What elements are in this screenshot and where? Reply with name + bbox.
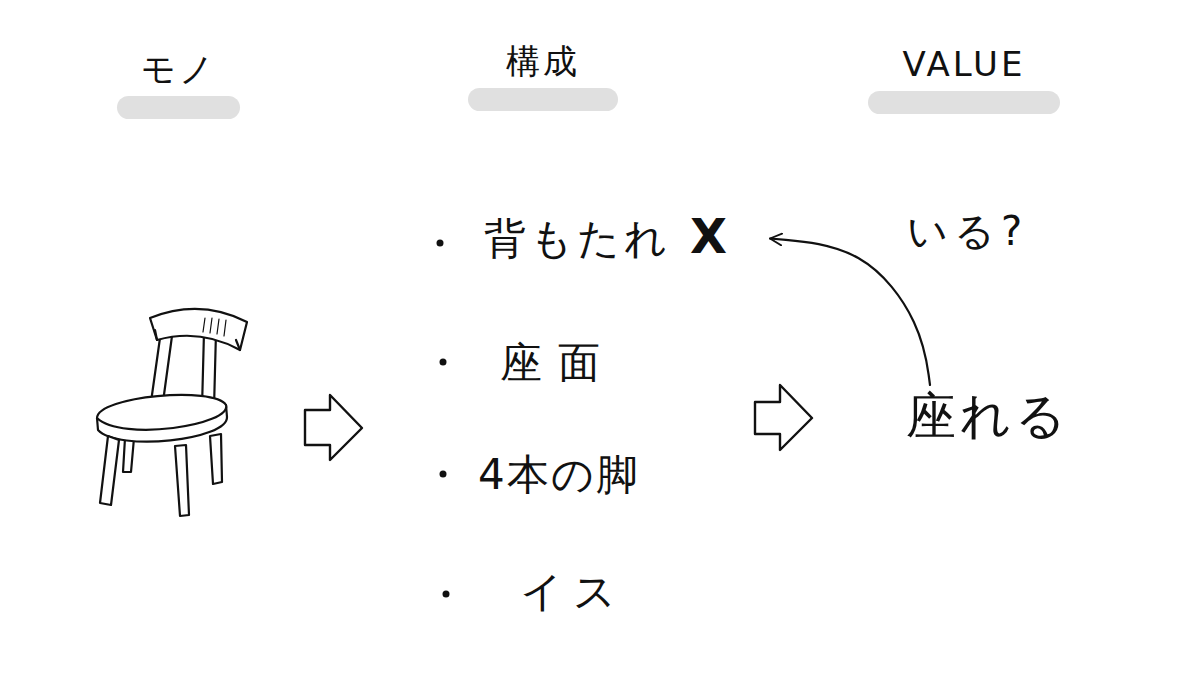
- curved-arrow: [770, 239, 930, 386]
- part-item: イス: [520, 565, 626, 618]
- chair-texture: [203, 318, 226, 336]
- chair-leg: [123, 438, 134, 472]
- chair-illustration: [97, 309, 247, 516]
- bullet-dot: [440, 359, 447, 366]
- chair-backrest: [150, 309, 247, 350]
- chair-leg: [100, 436, 119, 505]
- block-arrow: [305, 395, 362, 460]
- column-heading: VALUE: [878, 43, 1050, 86]
- heading-band: 構成: [468, 40, 618, 111]
- bullet-dot: [443, 591, 450, 598]
- block-arrow: [755, 385, 812, 450]
- column-heading: 構成: [478, 40, 608, 83]
- item-text: 座れる: [906, 385, 1070, 448]
- heading-band: VALUE: [868, 43, 1060, 114]
- column-heading: モノ: [127, 48, 230, 91]
- value-text: 座れる: [900, 385, 1076, 448]
- part-item: 座面: [500, 336, 616, 389]
- chair-leg: [210, 434, 222, 484]
- chair-leg: [175, 445, 189, 516]
- edge-label: いる?: [905, 206, 1030, 256]
- chair-seat: [97, 395, 226, 430]
- chair-post: [151, 336, 172, 402]
- highlight-band: [468, 88, 618, 111]
- chair-backrest-edge: [155, 330, 240, 350]
- part-item: 4本の脚: [478, 448, 640, 501]
- bullet-dots: [437, 240, 450, 598]
- highlight-band: [117, 96, 240, 119]
- cross-mark: X: [690, 206, 727, 266]
- highlight-band: [868, 91, 1060, 114]
- bullet-dot: [440, 471, 447, 478]
- bullet-dot: [437, 240, 444, 247]
- heading-band: モノ: [117, 48, 240, 119]
